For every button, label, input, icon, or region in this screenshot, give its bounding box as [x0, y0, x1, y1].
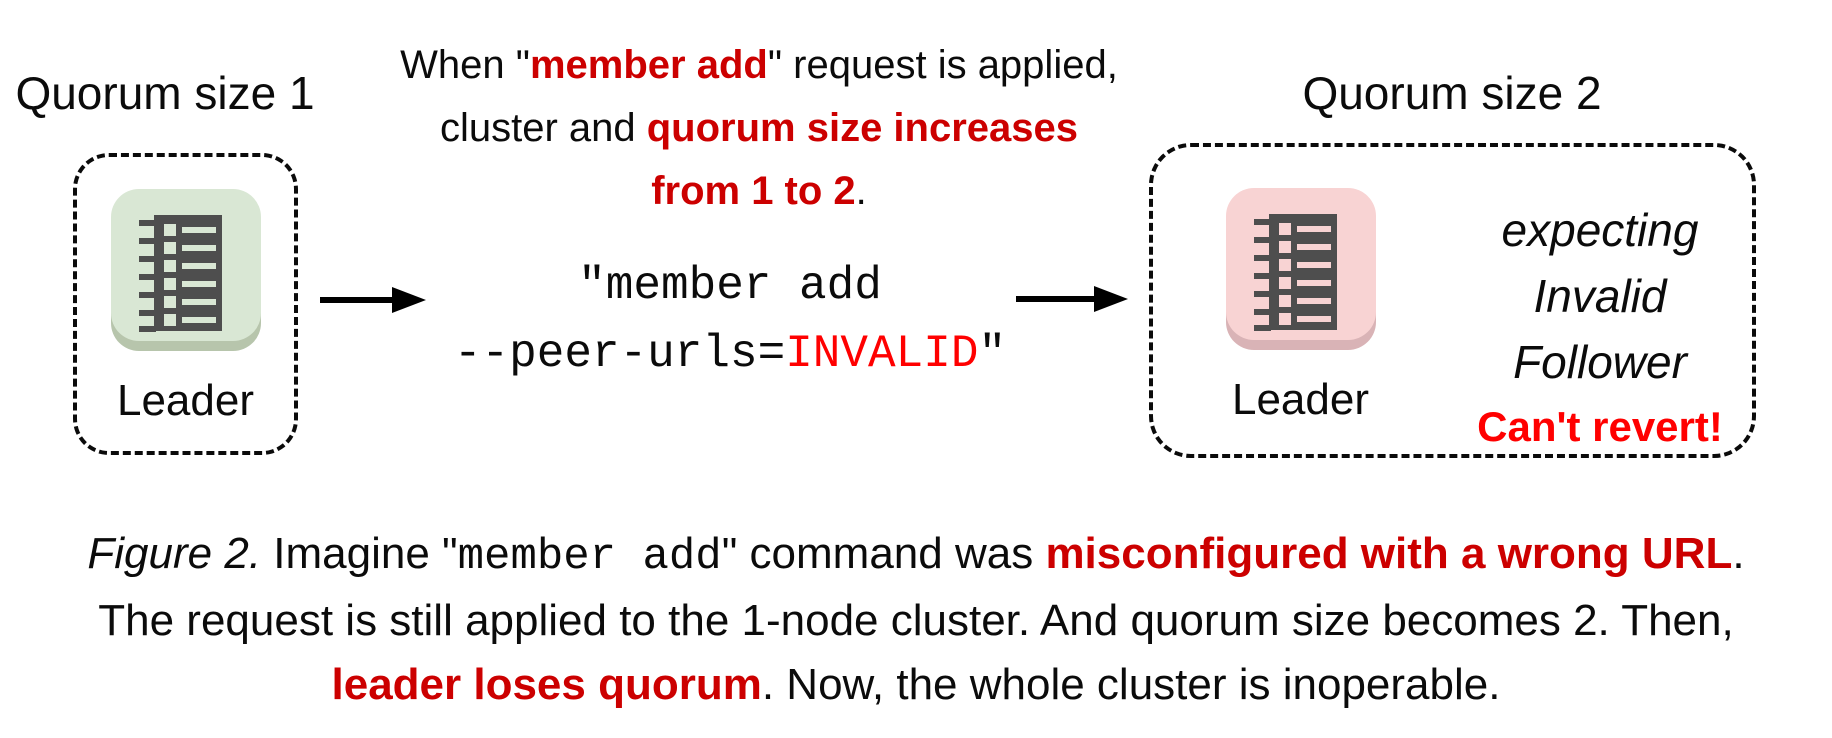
- member-add-command: "member add--peer-urls=INVALID": [453, 260, 1007, 380]
- figure-caption: Figure 2. Imagine "member add" command w…: [87, 529, 1745, 709]
- ledger-icon: [110, 189, 261, 351]
- status-line: Follower: [1513, 336, 1687, 388]
- left-cluster-box: Leader: [73, 153, 298, 455]
- ledger-icon: [1225, 188, 1376, 350]
- leader-label: Leader: [1231, 375, 1369, 424]
- leader-node: Leader: [77, 189, 294, 426]
- left-cluster-title: Quorum size 1: [15, 67, 315, 119]
- leader-node-icon-wrap: [1225, 188, 1376, 355]
- right-cluster-title: Quorum size 2: [1302, 67, 1602, 119]
- leader-node-invalid: Leader: [1153, 147, 1448, 454]
- leader-label: Leader: [116, 376, 254, 425]
- right-cluster-box: Leader expecting Invalid Follower Can't …: [1149, 143, 1756, 458]
- expecting-follower-note: expecting Invalid Follower Can't revert!: [1448, 147, 1752, 454]
- cant-revert-warning: Can't revert!: [1477, 403, 1723, 450]
- leader-node-icon-wrap: [110, 189, 261, 356]
- arrow-right-icon: [1016, 286, 1128, 312]
- member-add-annotation: When "member add" request is applied,clu…: [400, 43, 1118, 213]
- status-line: Invalid: [1533, 270, 1667, 322]
- arrow-right-icon: [320, 287, 426, 313]
- status-line: expecting: [1501, 204, 1699, 256]
